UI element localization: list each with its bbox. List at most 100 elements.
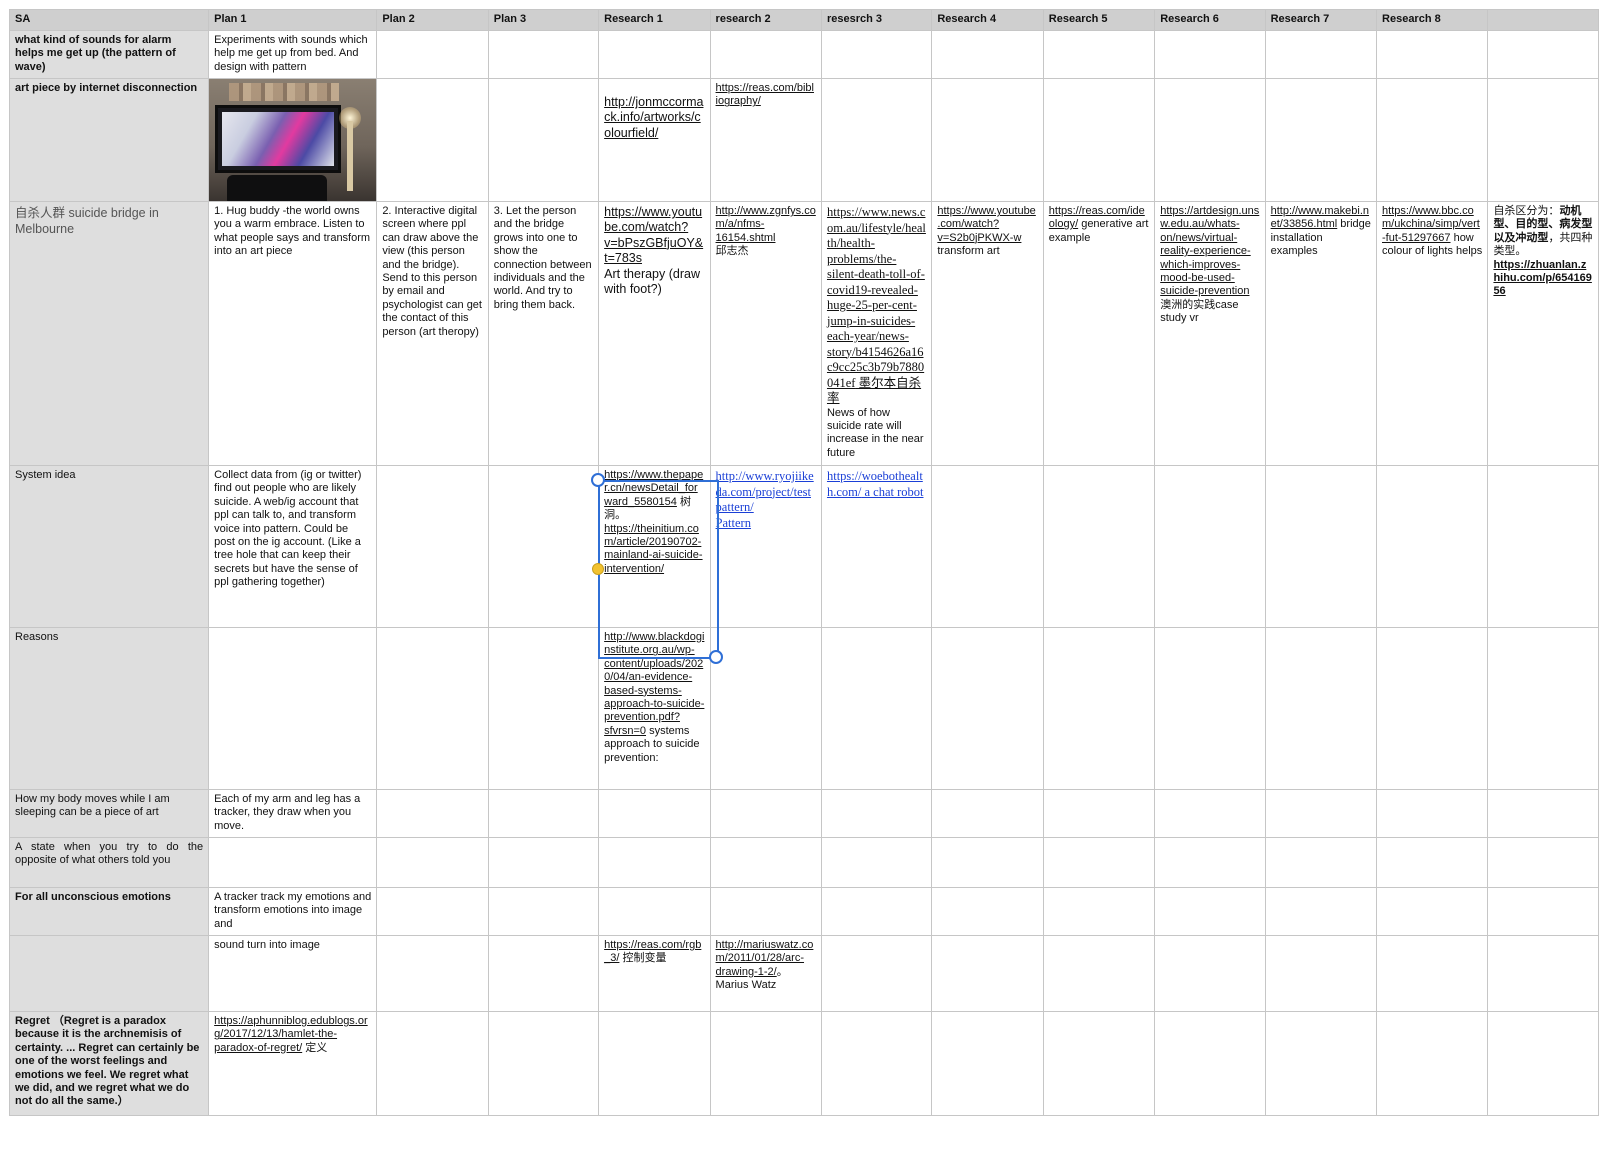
table-cell[interactable] [1264, 887, 1378, 936]
photo-of-monitor-icon[interactable] [209, 79, 376, 201]
table-cell[interactable] [1487, 837, 1599, 888]
table-cell[interactable] [1154, 935, 1266, 1012]
table-cell[interactable] [931, 1011, 1044, 1116]
table-cell[interactable] [598, 887, 711, 936]
table-cell[interactable] [820, 837, 933, 888]
table-cell[interactable] [1042, 627, 1156, 790]
table-cell[interactable] [1154, 1011, 1266, 1116]
table-cell[interactable] [598, 30, 711, 79]
table-cell[interactable] [931, 887, 1044, 936]
table-cell[interactable]: Collect data from (ig or twitter) find o… [208, 465, 378, 628]
table-cell[interactable]: http://jonmccormack.info/artworks/colour… [598, 78, 711, 202]
table-cell[interactable] [931, 78, 1044, 202]
table-cell[interactable]: A tracker track my emotions and transfor… [208, 887, 378, 936]
research-link[interactable]: https://artdesign.unsw.edu.au/whats-on/n… [1160, 205, 1260, 298]
table-cell[interactable] [1376, 30, 1489, 79]
table-cell[interactable] [376, 78, 489, 202]
table-cell[interactable] [1154, 30, 1266, 79]
selection-handle-bottom-right[interactable] [709, 650, 723, 664]
table-cell[interactable]: https://www.youtube.com/watch?v=S2b0jPKW… [931, 201, 1044, 466]
table-cell[interactable] [208, 627, 378, 790]
table-cell[interactable] [931, 935, 1044, 1012]
research-link[interactable]: http://jonmccormack.info/artworks/colour… [604, 95, 704, 140]
table-cell[interactable] [487, 887, 600, 936]
research-link[interactable]: https://woebothealth.com/ [826, 469, 923, 499]
table-cell[interactable]: Each of my arm and leg has a tracker, th… [208, 789, 378, 838]
table-cell[interactable] [1487, 1011, 1599, 1116]
column-header-research-3[interactable]: resesrch 3 [820, 9, 933, 31]
table-cell[interactable] [1264, 465, 1378, 628]
table-cell[interactable]: 自杀区分为：动机型、目的型、病发型以及冲动型，共四种类型。https://zhu… [1487, 201, 1599, 466]
table-cell[interactable] [1376, 465, 1489, 628]
research-link[interactable]: https://www.youtube.com/watch?v=bPszGBfj… [604, 205, 704, 266]
table-cell[interactable] [487, 78, 600, 202]
table-cell[interactable]: https://reas.com/bibliography/ [709, 78, 822, 202]
table-cell[interactable]: http://www.zgnfys.com/a/nfms-16154.shtml… [709, 201, 822, 466]
column-header-sa[interactable]: SA [8, 9, 210, 31]
research-link[interactable]: http://www.makebi.net/33856.html [1270, 205, 1370, 231]
table-cell[interactable]: https://artdesign.unsw.edu.au/whats-on/n… [1154, 201, 1266, 466]
research-link-note[interactable]: a chat robot [861, 484, 924, 499]
row-header-cell[interactable]: what kind of sounds for alarm helps me g… [8, 30, 210, 79]
table-cell[interactable] [487, 837, 600, 888]
table-cell[interactable] [820, 887, 933, 936]
table-cell[interactable] [1376, 789, 1489, 838]
table-cell[interactable] [820, 78, 933, 202]
table-cell[interactable] [1376, 78, 1489, 202]
table-cell[interactable] [709, 887, 822, 936]
table-cell[interactable] [1487, 465, 1599, 628]
table-cell[interactable] [709, 789, 822, 838]
table-cell[interactable]: https://woebothealth.com/ a chat robot [820, 465, 933, 628]
table-cell[interactable] [1487, 78, 1599, 202]
research-link[interactable]: http://www.blackdoginstitute.org.au/wp-c… [604, 631, 705, 737]
research-link[interactable]: https://www.youtube.com/watch?v=S2b0jPKW… [937, 205, 1036, 244]
table-cell[interactable] [1154, 837, 1266, 888]
table-cell[interactable] [598, 837, 711, 888]
table-cell[interactable]: https://reas.com/ideology/ generative ar… [1042, 201, 1156, 466]
column-header-plan-3[interactable]: Plan 3 [487, 9, 600, 31]
table-cell[interactable] [931, 30, 1044, 79]
table-cell[interactable] [931, 627, 1044, 790]
table-cell[interactable] [376, 887, 489, 936]
table-cell[interactable]: http://mariuswatz.com/2011/01/28/arc-dra… [709, 935, 822, 1012]
column-header-research-6[interactable]: Research 6 [1154, 9, 1266, 31]
table-cell[interactable] [1376, 1011, 1489, 1116]
table-cell[interactable] [1264, 78, 1378, 202]
table-cell[interactable] [208, 837, 378, 888]
column-header-research-1[interactable]: Research 1 [598, 9, 711, 31]
table-cell[interactable] [1264, 30, 1378, 79]
table-cell[interactable] [376, 789, 489, 838]
table-cell[interactable] [1487, 887, 1599, 936]
table-cell[interactable] [487, 465, 600, 628]
column-header-research-7[interactable]: Research 7 [1264, 9, 1378, 31]
column-header-research-4[interactable]: Research 4 [931, 9, 1044, 31]
research-link[interactable]: https://theinitium.com/article/20190702-… [604, 522, 703, 575]
table-cell[interactable] [1487, 935, 1599, 1012]
table-cell[interactable] [376, 837, 489, 888]
column-header-plan-1[interactable]: Plan 1 [208, 9, 378, 31]
table-cell[interactable] [1154, 465, 1266, 628]
table-cell[interactable] [820, 627, 933, 790]
table-cell[interactable] [709, 1011, 822, 1116]
table-cell[interactable] [487, 935, 600, 1012]
table-cell[interactable] [487, 627, 600, 790]
table-cell[interactable] [208, 78, 378, 202]
table-cell[interactable]: https://www.youtube.com/watch?v=bPszGBfj… [598, 201, 711, 466]
row-header-cell[interactable]: How my body moves while I am sleeping ca… [8, 789, 210, 838]
column-header-research-2[interactable]: research 2 [709, 9, 822, 31]
table-cell[interactable] [1154, 78, 1266, 202]
table-cell[interactable] [1264, 789, 1378, 838]
table-cell[interactable]: https://www.bbc.com/ukchina/simp/vert-fu… [1376, 201, 1489, 466]
table-cell[interactable]: 1. Hug buddy -the world owns you a warm … [208, 201, 378, 466]
table-cell[interactable] [598, 789, 711, 838]
table-cell[interactable] [931, 465, 1044, 628]
column-header-plan-2[interactable]: Plan 2 [376, 9, 489, 31]
table-cell[interactable] [820, 30, 933, 79]
table-cell[interactable] [487, 30, 600, 79]
table-cell[interactable] [487, 1011, 600, 1116]
table-cell[interactable] [709, 30, 822, 79]
research-link[interactable]: https://www.bbc.com/ukchina/simp/vert-fu… [1382, 205, 1480, 244]
table-cell[interactable]: https://reas.com/rgb_3/ 控制变量 [598, 935, 711, 1012]
research-link-note[interactable]: Pattern [715, 515, 751, 530]
table-cell[interactable] [1264, 837, 1378, 888]
